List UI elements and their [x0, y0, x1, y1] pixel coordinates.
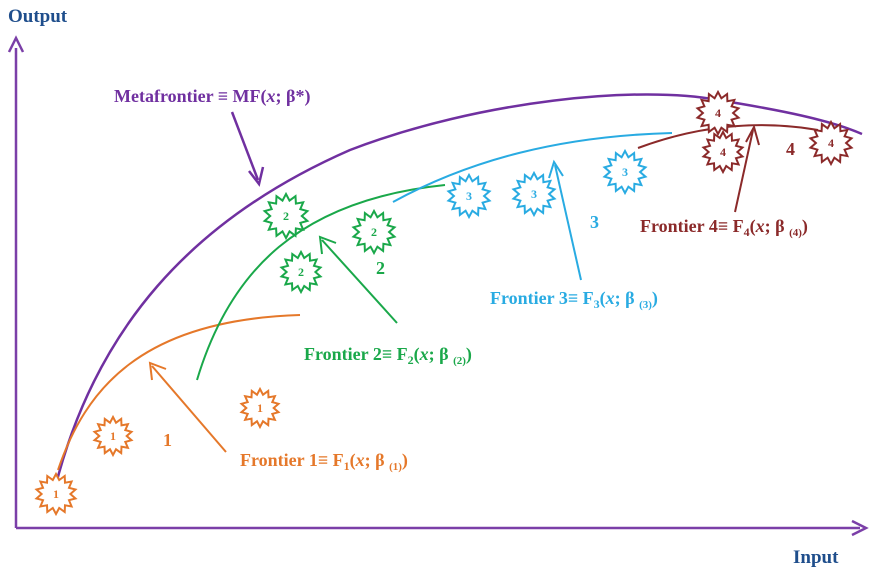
firm-marker-number: 4 [828, 136, 834, 150]
frontier-2-pointer-arrow [318, 235, 398, 324]
metafrontier-label: Metafrontier ≡ MF(x; β*) [114, 86, 311, 107]
firm-marker-number: 2 [298, 265, 304, 279]
firm-marker-3-star-icon: 3 [602, 148, 648, 196]
firm-marker-1-star-icon: 1 [34, 471, 78, 517]
firm-marker-4-star-icon: 4 [695, 89, 741, 137]
firm-marker-number: 2 [283, 209, 289, 223]
star-icon [34, 471, 78, 517]
firm-marker-2-star-icon: 2 [262, 191, 310, 241]
frontier-3-number: 3 [590, 212, 599, 232]
firm-marker-number: 3 [622, 165, 628, 179]
frontier-1-label: Frontier 1≡ F1(x; β (1)) [240, 450, 408, 473]
firm-marker-number: 3 [531, 187, 537, 201]
firm-marker-number: 3 [466, 189, 472, 203]
firm-marker-4-star-icon: 4 [808, 119, 854, 167]
metafrontier-pointer-arrow [230, 111, 265, 187]
firm-markers: 1 1 1 2 2 2 3 3 3 4 4 4 [34, 89, 854, 517]
star-icon [602, 148, 648, 196]
star-icon [262, 191, 310, 241]
x-axis-label: Input [793, 547, 839, 568]
firm-marker-4-star-icon: 4 [701, 129, 745, 175]
frontier-4-number: 4 [786, 139, 795, 159]
firm-marker-1-star-icon: 1 [92, 414, 134, 458]
frontier-2-number: 2 [376, 258, 385, 278]
star-icon [279, 249, 323, 295]
x-axis-arrow-icon [851, 519, 869, 537]
firm-marker-number: 1 [110, 429, 116, 443]
y-axis-arrow-icon [7, 35, 25, 53]
firm-marker-number: 4 [720, 145, 726, 159]
firm-marker-number: 4 [715, 106, 721, 120]
star-icon [701, 129, 745, 175]
firm-marker-number: 2 [371, 225, 377, 239]
star-icon [92, 414, 134, 458]
firm-marker-1-star-icon: 1 [239, 386, 281, 430]
frontier-4-pointer-arrow [734, 124, 760, 213]
star-icon [446, 172, 492, 220]
firm-marker-3-star-icon: 3 [446, 172, 492, 220]
star-icon [351, 208, 397, 256]
frontier-4-label: Frontier 4≡ F4(x; β (4)) [640, 216, 808, 239]
star-icon [239, 386, 281, 430]
frontier-2-label: Frontier 2≡ F2(x; β (2)) [304, 344, 472, 367]
frontier-3-curve [392, 132, 673, 203]
frontier-1-curve [57, 314, 301, 471]
star-icon [808, 119, 854, 167]
star-icon [511, 170, 557, 218]
y-axis-label: Output [8, 6, 68, 27]
frontier-1-number: 1 [163, 430, 172, 450]
frontier-2-curve [196, 184, 446, 381]
frontier-3-pointer-arrow [548, 159, 582, 281]
firm-marker-number: 1 [257, 401, 263, 415]
firm-marker-2-star-icon: 2 [279, 249, 323, 295]
frontier-1-pointer-arrow [148, 361, 227, 453]
firm-marker-number: 1 [53, 487, 59, 501]
metafrontier-curve [53, 93, 863, 489]
frontier-3-label: Frontier 3≡ F3(x; β (3)) [490, 288, 658, 311]
firm-marker-3-star-icon: 3 [511, 170, 557, 218]
frontier-4-curve [637, 124, 819, 149]
star-icon [695, 89, 741, 137]
firm-marker-2-star-icon: 2 [351, 208, 397, 256]
